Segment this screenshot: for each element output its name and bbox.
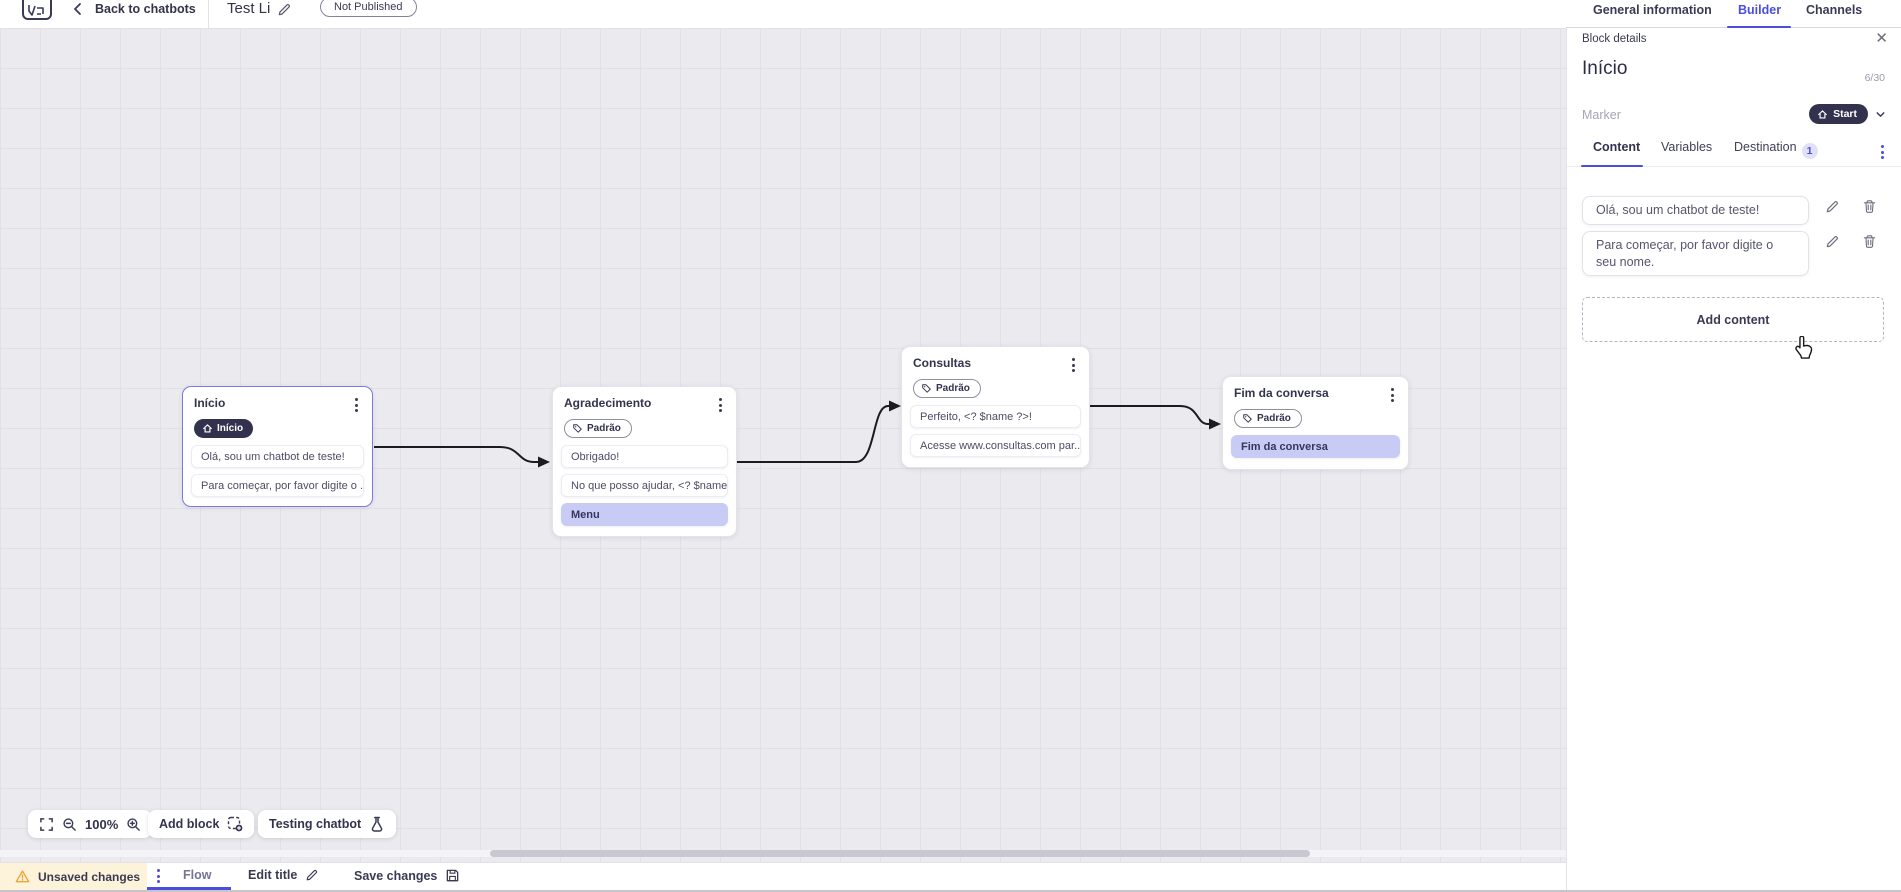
kebab-menu-icon[interactable] bbox=[715, 396, 726, 414]
flow-block-consultas[interactable]: Consultas Padrão Perfeito, <? $name ?>! … bbox=[901, 346, 1090, 468]
tag-icon bbox=[573, 424, 582, 433]
pencil-icon[interactable] bbox=[1825, 234, 1840, 249]
block-message-card[interactable]: Para começar, por favor digite o ... bbox=[191, 474, 364, 497]
home-icon bbox=[1818, 109, 1827, 119]
chatbot-title: Test Li bbox=[227, 0, 271, 17]
builder-nav-tabs: General information Builder Channels bbox=[1566, 0, 1901, 28]
panel-title: Block details bbox=[1582, 33, 1647, 45]
save-changes-label: Save changes bbox=[354, 868, 438, 883]
tag-icon bbox=[1243, 414, 1252, 423]
edit-title-button[interactable]: Edit title bbox=[248, 868, 319, 882]
zoom-in-icon[interactable] bbox=[126, 817, 141, 832]
tab-channels[interactable]: Channels bbox=[1806, 3, 1863, 17]
kebab-menu-icon[interactable] bbox=[1068, 356, 1079, 374]
tab-flow[interactable]: Flow bbox=[183, 868, 212, 882]
warning-triangle-icon bbox=[15, 870, 30, 883]
block-title: Início bbox=[194, 396, 226, 410]
content-text-card[interactable]: Para começar, por favor digite o seu nom… bbox=[1582, 231, 1809, 277]
chevron-left-icon[interactable] bbox=[70, 1, 86, 17]
block-title: Agradecimento bbox=[564, 396, 652, 410]
block-message-card[interactable]: Perfeito, <? $name ?>! bbox=[910, 405, 1081, 428]
active-tab-underline bbox=[1727, 26, 1791, 28]
floppy-disk-icon bbox=[447, 869, 459, 882]
marker-badge: Início bbox=[194, 419, 254, 438]
unsaved-changes-label: Unsaved changes bbox=[38, 869, 141, 884]
add-block-label: Add block bbox=[159, 817, 220, 831]
trash-icon[interactable] bbox=[1862, 199, 1877, 214]
category-badge: Padrão bbox=[913, 379, 981, 398]
marker-label: Marker bbox=[1582, 108, 1621, 122]
pencil-icon[interactable] bbox=[1825, 199, 1840, 214]
unsaved-changes-indicator: Unsaved changes bbox=[0, 863, 147, 890]
bottom-bar: Unsaved changes Flow Edit title Save cha… bbox=[0, 862, 1566, 890]
flow-block-agradecimento[interactable]: Agradecimento Padrão Obrigado! No que po… bbox=[552, 386, 737, 537]
block-menu-card[interactable]: Menu bbox=[561, 503, 728, 526]
zoom-level: 100% bbox=[85, 816, 119, 832]
category-badge: Padrão bbox=[564, 419, 632, 438]
top-header: Back to chatbots Test Li Not Published G… bbox=[0, 0, 1901, 28]
testing-chatbot-label: Testing chatbot bbox=[269, 817, 362, 831]
block-message-card[interactable]: Acesse www.consultas.com par... bbox=[910, 434, 1081, 457]
add-block-icon bbox=[227, 816, 243, 832]
add-block-button[interactable]: Add block bbox=[148, 810, 255, 838]
block-name-input[interactable]: Início bbox=[1582, 58, 1628, 79]
flow-block-fim-da-conversa[interactable]: Fim da conversa Padrão Fim da conversa bbox=[1222, 376, 1409, 470]
status-badge: Not Published bbox=[320, 0, 417, 17]
active-tab-underline bbox=[1581, 164, 1643, 167]
tab-general-information[interactable]: General information bbox=[1593, 3, 1712, 17]
kebab-menu-icon[interactable] bbox=[153, 867, 164, 885]
back-to-chatbots-link[interactable]: Back to chatbots bbox=[95, 2, 196, 16]
block-message-card[interactable]: No que posso ajudar, <? $name ... bbox=[561, 474, 728, 497]
close-icon[interactable]: ✕ bbox=[1875, 30, 1888, 47]
marker-select[interactable]: Start bbox=[1809, 104, 1887, 124]
kebab-menu-icon[interactable] bbox=[351, 396, 362, 414]
block-title: Fim da conversa bbox=[1234, 386, 1329, 400]
tab-builder[interactable]: Builder bbox=[1738, 3, 1782, 17]
fit-screen-icon[interactable] bbox=[39, 817, 54, 832]
block-details-panel: Block details ✕ Início 6/30 Marker Start… bbox=[1566, 0, 1901, 892]
home-icon bbox=[203, 424, 212, 433]
char-count: 6/30 bbox=[1864, 72, 1885, 84]
edit-title-label: Edit title bbox=[248, 868, 298, 882]
block-message-card[interactable]: Obrigado! bbox=[561, 445, 728, 468]
pencil-icon bbox=[306, 869, 318, 881]
trash-icon[interactable] bbox=[1862, 234, 1877, 249]
kebab-menu-icon[interactable] bbox=[1877, 143, 1888, 161]
flow-canvas[interactable]: Início Início Olá, sou um chatbot de tes… bbox=[0, 28, 1566, 862]
kebab-menu-icon[interactable] bbox=[1387, 386, 1398, 404]
category-badge: Padrão bbox=[1234, 409, 1302, 428]
zoom-toolbar: 100% bbox=[28, 810, 153, 838]
marker-value-badge: Start bbox=[1809, 104, 1868, 124]
canvas-horizontal-scrollbar bbox=[0, 850, 1566, 857]
save-changes-button[interactable]: Save changes bbox=[354, 868, 460, 883]
flask-icon bbox=[369, 816, 385, 832]
chevron-down-icon bbox=[1876, 111, 1885, 117]
block-title: Consultas bbox=[913, 356, 972, 370]
destination-count-badge: 1 bbox=[1801, 143, 1818, 159]
block-end-card[interactable]: Fim da conversa bbox=[1231, 435, 1400, 458]
add-content-button[interactable]: Add content bbox=[1582, 297, 1884, 342]
testing-chatbot-button[interactable]: Testing chatbot bbox=[258, 810, 397, 838]
block-message-card[interactable]: Olá, sou um chatbot de teste! bbox=[191, 445, 364, 468]
zoom-out-icon[interactable] bbox=[62, 817, 77, 832]
pencil-icon[interactable] bbox=[277, 2, 292, 17]
header-divider bbox=[208, 0, 209, 28]
window-bottom-edge bbox=[0, 890, 1901, 892]
content-text-card[interactable]: Olá, sou um chatbot de teste! bbox=[1582, 196, 1809, 225]
app-logo-icon[interactable] bbox=[22, 0, 52, 20]
content-item-row: Para começar, por favor digite o seu nom… bbox=[1582, 231, 1877, 277]
content-item-row: Olá, sou um chatbot de teste! bbox=[1582, 196, 1877, 225]
tag-icon bbox=[922, 384, 931, 393]
flow-tab-underline bbox=[147, 887, 231, 890]
flow-block-inicio[interactable]: Início Início Olá, sou um chatbot de tes… bbox=[182, 386, 373, 507]
tab-variables[interactable]: Variables bbox=[1661, 140, 1713, 154]
scrollbar-thumb[interactable] bbox=[490, 850, 1310, 857]
tab-content[interactable]: Content bbox=[1593, 140, 1641, 154]
